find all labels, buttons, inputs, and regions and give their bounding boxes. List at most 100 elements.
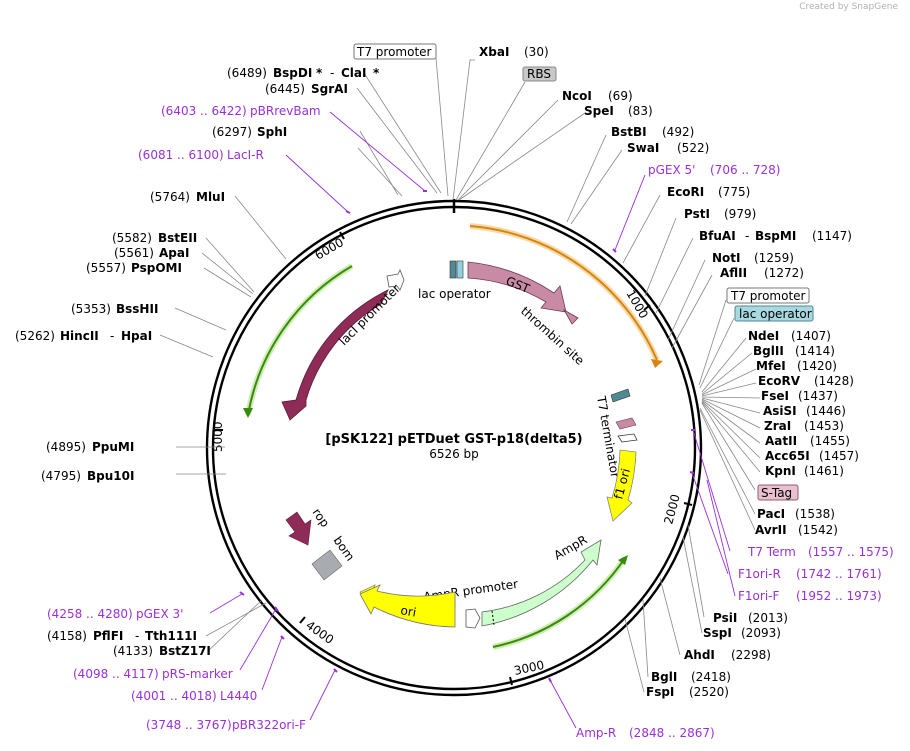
- site-label-bspdi-clai: (6489) BspDI * - ClaI *: [227, 66, 380, 80]
- tick-6000: 6000: [313, 235, 346, 262]
- svg-text:(522): (522): [677, 141, 709, 155]
- svg-text:pBR322ori-F: pBR322ori-F: [232, 718, 306, 732]
- svg-text:Amp-R: Amp-R: [576, 726, 616, 740]
- svg-text:FspI: FspI: [646, 685, 674, 699]
- tick-4000: 4000: [303, 618, 336, 647]
- svg-text:pGEX 5': pGEX 5': [648, 163, 695, 177]
- svg-text:PspOMI: PspOMI: [131, 261, 182, 275]
- svg-text:ApaI: ApaI: [159, 246, 189, 260]
- svg-text:-: -: [135, 629, 139, 643]
- svg-text:AatII: AatII: [765, 434, 797, 448]
- svg-text:(2298): (2298): [731, 648, 771, 662]
- svg-text:(775): (775): [718, 185, 750, 199]
- svg-text:BssHII: BssHII: [116, 302, 158, 316]
- svg-text:PpuMI: PpuMI: [92, 440, 134, 454]
- svg-text:(1453): (1453): [804, 419, 844, 433]
- svg-text:(5764): (5764): [150, 190, 190, 204]
- svg-text:(492): (492): [662, 125, 694, 139]
- primer-label-l4440: (4001 .. 4018) L4440: [131, 689, 257, 703]
- site-label-pflfi-tth111i: (4158) PflFI - Tth111I: [47, 629, 197, 643]
- svg-text:(5557): (5557): [86, 261, 126, 275]
- svg-text:(30): (30): [524, 45, 549, 59]
- feature-lacI-promoter: lacI promoter: [336, 269, 405, 348]
- feature-rop: rop: [285, 506, 333, 546]
- snapgene-branding: Created by SnapGene: [799, 2, 898, 12]
- svg-text:(2520): (2520): [689, 685, 729, 699]
- svg-text:(1455): (1455): [810, 434, 850, 448]
- svg-text:F1ori-F: F1ori-F: [738, 589, 779, 603]
- svg-text:(1542): (1542): [798, 523, 838, 537]
- svg-text:(1420): (1420): [797, 359, 837, 373]
- svg-text:L4440: L4440: [220, 689, 257, 703]
- label-rop: rop: [310, 506, 333, 530]
- svg-text:(6403 .. 6422): (6403 .. 6422): [161, 104, 247, 118]
- svg-text:(83): (83): [628, 104, 653, 118]
- svg-text:(979): (979): [724, 207, 756, 221]
- site-label-mlui: (5764) MluI: [150, 190, 225, 204]
- site-label-bstz17i: (4133) BstZ17I: [113, 644, 211, 658]
- svg-text:BstZ17I: BstZ17I: [159, 644, 211, 658]
- svg-text:XbaI: XbaI: [479, 45, 509, 59]
- svg-text:(1742 .. 1761): (1742 .. 1761): [796, 567, 882, 581]
- site-label-paci: PacI (1538): [757, 507, 835, 521]
- svg-text:(1557 .. 1575): (1557 .. 1575): [808, 545, 894, 559]
- svg-text:PsiI: PsiI: [713, 611, 737, 625]
- site-label-sgrai: (6445) SgrAI: [265, 82, 348, 96]
- svg-text:(4258 .. 4280): (4258 .. 4280): [47, 607, 133, 621]
- svg-text:(1428): (1428): [814, 374, 854, 388]
- site-label-ndei: NdeI (1407): [748, 329, 831, 343]
- svg-text:pRS-marker: pRS-marker: [162, 667, 233, 681]
- svg-text:(6297): (6297): [212, 125, 252, 139]
- svg-text:T7 promoter: T7 promoter: [356, 45, 432, 59]
- svg-text:PacI: PacI: [757, 507, 785, 521]
- site-label-acc65i: Acc65I (1457): [765, 449, 859, 463]
- feature-label-t7-promoter-top: T7 promoter: [353, 43, 437, 60]
- svg-text:BspMI: BspMI: [755, 229, 796, 243]
- label-lac-operator: lac operator: [418, 287, 491, 301]
- svg-text:(1437): (1437): [798, 389, 838, 403]
- primer-leader-lines: [209, 111, 736, 729]
- svg-text:(1457): (1457): [819, 449, 859, 463]
- orf-arc-ampR-green: [492, 555, 628, 650]
- svg-text:NcoI: NcoI: [562, 89, 592, 103]
- svg-text:BglI: BglI: [651, 670, 677, 684]
- site-label-sspi: SspI (2093): [703, 626, 781, 640]
- primer-label-f1ori-r: F1ori-R (1742 .. 1761): [738, 567, 882, 581]
- svg-text:(4098 .. 4117): (4098 .. 4117): [73, 667, 159, 681]
- feature-thrombin-site: thrombin site: [518, 304, 587, 368]
- svg-text:BspDI: BspDI: [273, 66, 312, 80]
- svg-text:BfuAI: BfuAI: [699, 229, 736, 243]
- label-thrombin-site: thrombin site: [518, 304, 587, 368]
- site-label-zrai: ZraI (1453): [764, 419, 844, 433]
- site-label-xbai: XbaI (30): [479, 45, 549, 59]
- site-label-sphi: (6297) SphI: [212, 125, 287, 139]
- site-label-kpni: KpnI (1461): [765, 464, 844, 478]
- site-label-bsshii: (5353) BssHII: [71, 302, 158, 316]
- svg-text:FseI: FseI: [761, 389, 789, 403]
- svg-text:(706 .. 728): (706 .. 728): [710, 163, 780, 177]
- svg-text:(1407): (1407): [791, 329, 831, 343]
- svg-text:SpeI: SpeI: [584, 104, 614, 118]
- svg-text:NdeI: NdeI: [748, 329, 779, 343]
- svg-text:ClaI: ClaI: [341, 66, 366, 80]
- site-label-noti: NotI (1259): [712, 251, 794, 265]
- svg-text:*: *: [316, 66, 323, 80]
- svg-text:NotI: NotI: [712, 251, 741, 265]
- svg-text:(1538): (1538): [795, 507, 835, 521]
- svg-text:BstBI: BstBI: [611, 125, 647, 139]
- site-label-aflii: AflII (1272): [720, 266, 804, 280]
- svg-text:PflFI: PflFI: [93, 629, 123, 643]
- site-label-ppumi: (4895) PpuMI: [46, 440, 134, 454]
- svg-text:(3748 .. 3767): (3748 .. 3767): [146, 718, 232, 732]
- site-label-aatii: AatII (1455): [765, 434, 850, 448]
- svg-text:(1414): (1414): [795, 344, 835, 358]
- site-label-bstbi: BstBI (492): [611, 125, 694, 139]
- site-label-bsteii: (5582) BstEII: [112, 231, 197, 245]
- svg-text:pGEX 3': pGEX 3': [136, 607, 183, 621]
- site-label-bgli: BglI (2418): [651, 670, 731, 684]
- svg-text:(2093): (2093): [741, 626, 781, 640]
- primer-label-amp-r: Amp-R (2848 .. 2867): [576, 726, 715, 740]
- svg-text:(1147): (1147): [812, 229, 852, 243]
- svg-text:EcoRI: EcoRI: [667, 185, 704, 199]
